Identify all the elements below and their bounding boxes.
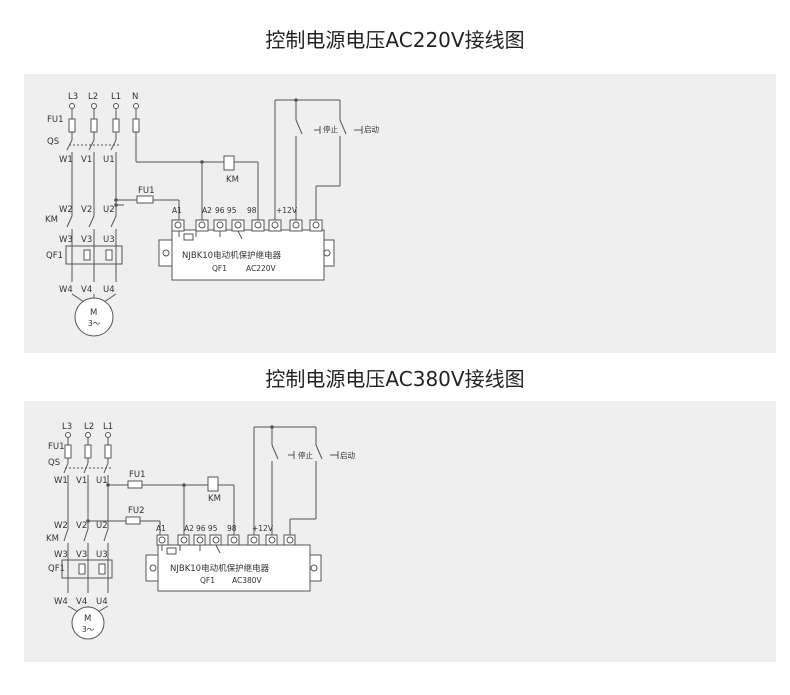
coil-label-km: KM xyxy=(226,175,239,185)
terminal-label-w1: W1 xyxy=(54,476,68,486)
motor-feed-wires xyxy=(71,164,118,212)
phase-label-l1: L1 xyxy=(111,92,121,102)
terminal-label-u1: U1 xyxy=(96,476,108,486)
phase-label-l3: L3 xyxy=(62,422,72,432)
terminal-label-v1: V1 xyxy=(81,155,92,165)
wiring-diagram-ac380-svg: L3 L2 L1 FU1 QS W1 V1 U1 xyxy=(46,422,355,640)
diagram-title-ac220: 控制电源电压AC220V接线图 xyxy=(265,28,525,52)
fuse-label-fu1: FU1 xyxy=(48,442,65,452)
terminal-label-w4: W4 xyxy=(59,285,73,295)
control-fuse-label-fu1: FU1 xyxy=(129,470,146,480)
contactor-label-km: KM xyxy=(45,215,58,225)
contactor-label-km: KM xyxy=(46,534,59,544)
fuse-label-fu1: FU1 xyxy=(47,115,64,125)
terminal-label-v3: V3 xyxy=(76,550,87,560)
sensor-label-qf1: QF1 xyxy=(48,564,65,574)
terminal-label-u3: U3 xyxy=(96,550,108,560)
phase-label-n: N xyxy=(132,92,138,102)
motor-phase-label: 3～ xyxy=(88,319,101,328)
diagram-title-ac380: 控制电源电压AC380V接线图 xyxy=(265,367,525,391)
km-main-contacts xyxy=(66,212,117,244)
terminal-label-v4: V4 xyxy=(81,285,92,295)
terminal-label-u2: U2 xyxy=(103,205,115,215)
stop-label: 停止 xyxy=(323,124,338,134)
terminal-label-w1: W1 xyxy=(59,155,73,165)
control-fuse-label: FU1 xyxy=(138,186,155,196)
motor-symbol xyxy=(71,606,105,640)
terminal-label-v2: V2 xyxy=(81,205,92,215)
stop-label: 停止 xyxy=(298,450,313,460)
terminal-label-w3: W3 xyxy=(54,550,68,560)
main-fuses xyxy=(68,109,140,133)
terminal-98: 98 xyxy=(247,206,257,215)
control-fuse-label-fu2: FU2 xyxy=(128,506,145,516)
wiring-diagram-ac380: L3 L2 L1 FU1 QS W1 V1 U1 xyxy=(24,401,776,662)
terminal-label-w3: W3 xyxy=(59,235,73,245)
qf1-current-sensor xyxy=(61,559,113,593)
terminal-label-v1: V1 xyxy=(76,476,87,486)
relay-qf1-label: QF1 xyxy=(212,264,227,273)
terminal-label-u4: U4 xyxy=(96,597,108,607)
relay-name: NJBK10电动机保护继电器 xyxy=(182,250,282,261)
terminal-label-v2: V2 xyxy=(76,521,87,531)
motor-symbol xyxy=(74,297,114,337)
terminal-label-u1: U1 xyxy=(103,155,115,165)
relay-voltage-label: AC220V xyxy=(246,264,277,273)
phase-label-l2: L2 xyxy=(88,92,98,102)
wiring-diagram-ac220-svg: L3 L2 L1 N FU1 QS W1 V1 U1 W2 V2 U2 KM W… xyxy=(45,92,379,337)
terminal-label-u3: U3 xyxy=(103,235,115,245)
control-wiring xyxy=(116,98,363,220)
terminal-label-u2: U2 xyxy=(96,521,108,531)
terminal-a1: A1 xyxy=(156,524,166,533)
terminal-12v: +12V xyxy=(252,524,274,533)
relay-voltage-label: AC380V xyxy=(232,576,263,585)
supply-terminals xyxy=(65,432,111,438)
control-wiring xyxy=(88,425,339,535)
sensor-label-qf1: QF1 xyxy=(46,251,63,261)
switch-label-qs: QS xyxy=(47,137,59,147)
relay-qf1-label: QF1 xyxy=(200,576,215,585)
terminal-12v: +12V xyxy=(276,206,298,215)
terminal-label-v4: V4 xyxy=(76,597,87,607)
phase-label-l3: L3 xyxy=(68,92,78,102)
motor-label: M xyxy=(90,308,97,318)
terminal-label-w4: W4 xyxy=(54,597,68,607)
terminal-96-95: 96 95 xyxy=(215,206,237,215)
motor-phase-label: 3～ xyxy=(82,625,95,634)
relay-unit xyxy=(145,534,322,592)
supply-terminals xyxy=(69,103,139,109)
qf1-current-sensor xyxy=(65,244,123,282)
terminal-a1: A1 xyxy=(172,206,182,215)
relay-unit xyxy=(158,219,335,281)
terminal-label-w2: W2 xyxy=(54,521,68,531)
main-fuses xyxy=(64,438,112,459)
terminal-a2: A2 xyxy=(202,206,212,215)
start-label: 启动 xyxy=(364,124,379,134)
relay-name: NJBK10电动机保护继电器 xyxy=(170,563,270,574)
phase-label-l1: L1 xyxy=(103,422,113,432)
qs-disconnector xyxy=(63,458,112,483)
qs-disconnector xyxy=(66,132,121,164)
terminal-a2: A2 xyxy=(184,524,194,533)
coil-label-km: KM xyxy=(208,494,221,504)
terminal-98: 98 xyxy=(227,524,237,533)
start-label: 启动 xyxy=(340,450,355,460)
terminal-label-v3: V3 xyxy=(81,235,92,245)
terminal-label-u4: U4 xyxy=(103,285,115,295)
terminal-label-w2: W2 xyxy=(59,205,73,215)
km-main-contacts xyxy=(63,528,109,561)
wiring-diagram-ac220: L3 L2 L1 N FU1 QS W1 V1 U1 W2 V2 U2 KM W… xyxy=(24,74,776,353)
motor-label: M xyxy=(84,614,91,624)
phase-label-l2: L2 xyxy=(84,422,94,432)
switch-label-qs: QS xyxy=(48,458,60,468)
terminal-96-95: 96 95 xyxy=(196,524,218,533)
